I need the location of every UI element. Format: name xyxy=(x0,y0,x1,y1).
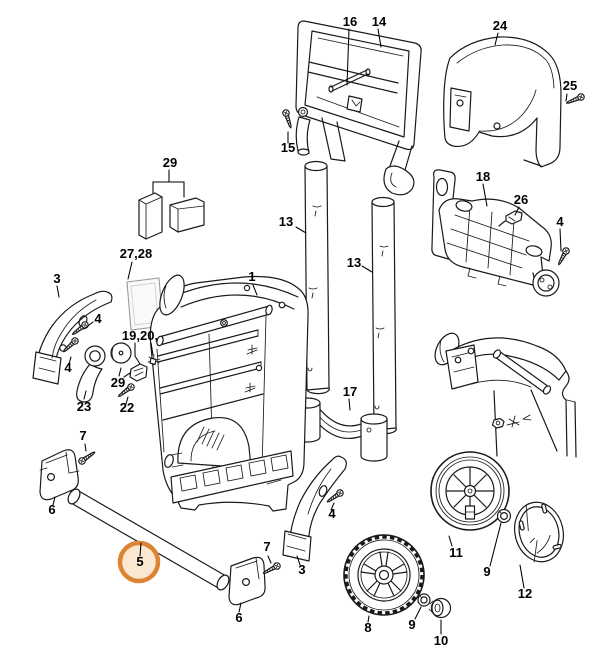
part-label-17[interactable]: 17 xyxy=(343,384,357,399)
leader-line-25 xyxy=(565,93,568,102)
part-19-20-clips xyxy=(123,354,161,382)
part-16-pin xyxy=(328,68,371,93)
part-label-9[interactable]: 9 xyxy=(483,564,490,579)
part-18-manifold xyxy=(431,169,560,297)
part-label-27,28[interactable]: 27,28 xyxy=(120,246,153,261)
leader-line-29 xyxy=(118,367,122,377)
part-3-grip-right xyxy=(282,455,347,562)
part-label-13[interactable]: 13 xyxy=(279,214,293,229)
leader-line-17 xyxy=(348,398,351,411)
leader-line-4 xyxy=(330,502,335,511)
part-label-12[interactable]: 12 xyxy=(518,586,532,601)
part-label-8[interactable]: 8 xyxy=(364,620,371,635)
part-9-circlip-left xyxy=(417,593,431,607)
part-14-top-handle xyxy=(295,20,422,196)
part-9-circlip-right xyxy=(496,508,512,524)
leader-line-4 xyxy=(559,228,562,252)
rear-frame-bracket xyxy=(434,332,577,458)
part-label-7[interactable]: 7 xyxy=(79,428,86,443)
part-label-26[interactable]: 26 xyxy=(514,192,528,207)
part-7-screw-left xyxy=(76,448,98,467)
part-label-24[interactable]: 24 xyxy=(493,18,508,33)
part-29-disc xyxy=(110,342,132,364)
part-13-tube-right xyxy=(371,196,397,435)
part-29-blocks xyxy=(138,192,205,240)
part-label-6[interactable]: 6 xyxy=(235,610,242,625)
part-label-15[interactable]: 15 xyxy=(281,140,295,155)
part-label-16[interactable]: 16 xyxy=(343,14,357,29)
leader-line-7 xyxy=(267,555,272,564)
part-17-crossbar xyxy=(293,397,388,462)
part-24-cover xyxy=(443,36,562,168)
part-23-lever xyxy=(76,345,106,403)
leader-line-19,20, xyxy=(134,355,141,365)
leader-line-12 xyxy=(519,564,525,589)
part-label-29[interactable]: 29 xyxy=(111,375,125,390)
part-5-axle-tube xyxy=(67,488,230,591)
part-label-22[interactable]: 22 xyxy=(120,400,134,415)
leader-line-18 xyxy=(482,183,488,207)
leader-line-9 xyxy=(489,522,502,567)
leader-line-16 xyxy=(346,28,350,86)
part-label-19,20,[interactable]: 19,20, xyxy=(122,328,158,343)
part-label-29[interactable]: 29 xyxy=(163,155,177,170)
leader-line-6 xyxy=(52,496,56,506)
part-label-9[interactable]: 9 xyxy=(408,617,415,632)
leader-line-26 xyxy=(514,206,520,216)
leader-line-14 xyxy=(377,28,382,48)
part-10-cap xyxy=(428,597,452,619)
part-label-4[interactable]: 4 xyxy=(94,311,102,326)
part-label-11[interactable]: 11 xyxy=(449,545,463,560)
part-label-23[interactable]: 23 xyxy=(77,399,91,414)
part-13-tube-left xyxy=(304,160,330,395)
leader-line-8 xyxy=(367,615,370,623)
part-3-grip-left xyxy=(32,290,113,385)
part-label-5[interactable]: 5 xyxy=(136,554,143,569)
part-8-wheel xyxy=(343,534,425,616)
part-label-7[interactable]: 7 xyxy=(263,539,270,554)
leader-line-5 xyxy=(139,542,142,557)
part-label-3[interactable]: 3 xyxy=(53,271,60,286)
highlight-marker-part-5[interactable] xyxy=(117,540,161,584)
leader-line-27,28 xyxy=(127,261,133,280)
leader-line-19,20, xyxy=(150,342,154,356)
leader-line-4 xyxy=(68,356,72,365)
leader-line-3 xyxy=(296,555,301,566)
part-label-14[interactable]: 14 xyxy=(372,14,387,29)
part-label-4[interactable]: 4 xyxy=(328,506,336,521)
part-label-4[interactable]: 4 xyxy=(556,214,564,229)
part-12-hub-cap xyxy=(514,501,564,563)
leader-line-22 xyxy=(125,396,129,405)
leader-line-23 xyxy=(83,390,87,400)
leader-line-9 xyxy=(414,606,422,620)
part-label-10[interactable]: 10 xyxy=(434,633,448,648)
part-6-axle-bracket-right xyxy=(228,556,266,606)
part-label-1[interactable]: 1 xyxy=(248,269,255,284)
part-11-wheel xyxy=(430,451,510,531)
part-25-screw xyxy=(564,92,586,107)
part-4-screw-right xyxy=(555,246,571,267)
part-label-4[interactable]: 4 xyxy=(64,360,72,375)
part-label-13[interactable]: 13 xyxy=(347,255,361,270)
leader-line-4 xyxy=(83,321,94,330)
leader-line-13 xyxy=(295,226,307,234)
leader-line-3 xyxy=(56,285,60,298)
part-label-25[interactable]: 25 xyxy=(563,78,577,93)
part-6-axle-bracket-left xyxy=(39,449,80,501)
leader-line-7 xyxy=(84,443,87,452)
leader-line-11 xyxy=(448,535,453,547)
leader-line-13 xyxy=(361,265,373,273)
leader-line-6 xyxy=(238,602,242,613)
part-label-18[interactable]: 18 xyxy=(476,169,490,184)
leader-line-1 xyxy=(252,284,258,296)
part-label-3[interactable]: 3 xyxy=(298,562,305,577)
part-26-clip xyxy=(498,210,523,227)
part-15-screw xyxy=(281,108,295,130)
part-label-6[interactable]: 6 xyxy=(48,502,55,517)
part-1-main-housing xyxy=(149,274,309,512)
leader-line-24 xyxy=(494,32,499,46)
